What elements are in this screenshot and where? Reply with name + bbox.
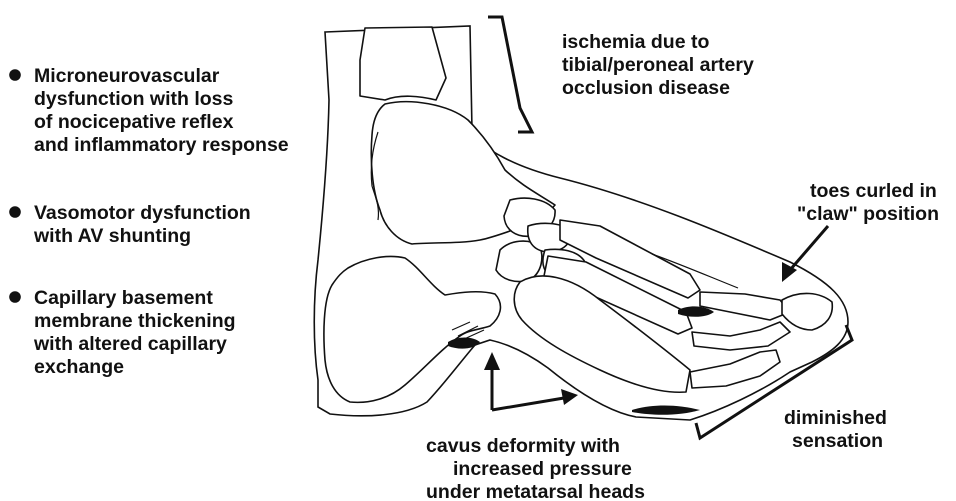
- bullet-3-line-2: membrane thickening: [34, 310, 236, 332]
- bullet-dot: [9, 69, 21, 81]
- toes-line-2: "claw" position: [797, 203, 939, 225]
- bullet-1-line-2: dysfunction with loss: [34, 88, 233, 110]
- phalanx-bone: [690, 350, 780, 388]
- phalanx-bone: [692, 322, 790, 350]
- bullet-1-line-1: Microneurovascular: [34, 65, 220, 87]
- bullet-item-3: Capillary basement membrane thickening w…: [9, 287, 235, 378]
- bullet-3-line-4: exchange: [34, 356, 124, 378]
- bullet-2-line-2: with AV shunting: [33, 225, 191, 247]
- phalanx-bone: [700, 292, 790, 320]
- toes-label: toes curled in "claw" position: [797, 180, 939, 225]
- ischemia-label: ischemia due to tibial/peroneal artery o…: [562, 31, 754, 99]
- bullet-dot: [9, 206, 21, 218]
- toes-arrow-shaft: [790, 226, 828, 270]
- tibia-bone: [360, 27, 446, 100]
- bullet-3-line-1: Capillary basement: [34, 287, 213, 309]
- bullet-item-1: Microneurovascular dysfunction with loss…: [9, 65, 289, 156]
- cavus-line-1: cavus deformity with: [426, 435, 620, 457]
- cavus-arrow-right-shaft: [492, 398, 564, 410]
- ischemia-line-3: occlusion disease: [562, 77, 730, 99]
- ischemia-line-2: tibial/peroneal artery: [562, 54, 754, 76]
- bullet-2-line-1: Vasomotor dysfunction: [34, 202, 251, 224]
- toes-line-1: toes curled in: [810, 180, 937, 202]
- sensation-label: diminished sensation: [784, 407, 887, 452]
- sensation-line-2: sensation: [792, 430, 883, 452]
- bullet-dot: [9, 291, 21, 303]
- cavus-arrow-up-head: [484, 352, 500, 370]
- bullet-item-2: Vasomotor dysfunction with AV shunting: [9, 202, 251, 247]
- metatarsal-head-pressure-mark: [632, 406, 700, 415]
- cavus-line-3: under metatarsal heads: [426, 481, 645, 501]
- bullet-1-line-4: and inflammatory response: [34, 134, 289, 156]
- ischemia-line-1: ischemia due to: [562, 31, 709, 53]
- bullet-1-line-3: of nocicepative reflex: [34, 111, 234, 133]
- cavus-arrow-right-head: [561, 389, 578, 405]
- ischemia-bracket: [488, 17, 532, 132]
- cavus-line-2: increased pressure: [453, 458, 632, 480]
- cavus-label: cavus deformity with increased pressure …: [426, 435, 645, 501]
- sensation-line-1: diminished: [784, 407, 887, 429]
- calcaneus-bone: [324, 256, 501, 402]
- phalanx-bone: [782, 293, 832, 330]
- bullet-3-line-3: with altered capillary: [33, 333, 227, 355]
- bullet-list: Microneurovascular dysfunction with loss…: [9, 65, 289, 378]
- toes-arrow: [782, 226, 828, 282]
